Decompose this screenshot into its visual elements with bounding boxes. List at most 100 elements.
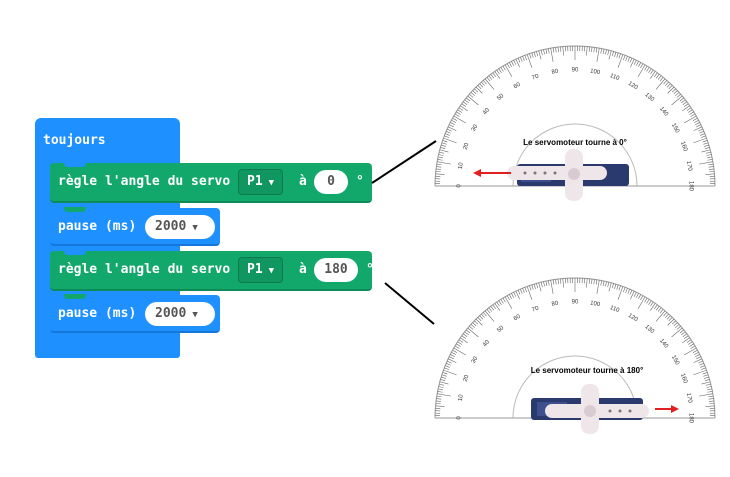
protractor-tick <box>693 126 703 131</box>
pin-dropdown[interactable]: P1▼ <box>238 257 284 283</box>
protractor-tick <box>700 135 706 138</box>
protractor-tick <box>629 289 633 295</box>
pause-dropdown[interactable]: 2000▼ <box>145 215 215 239</box>
protractor-label: 50 <box>496 325 505 334</box>
servo-angle-block-1[interactable]: règle l'angle du servo P1▼ à 0 ° <box>50 162 372 203</box>
protractor-tick <box>531 52 534 58</box>
protractor-tick <box>453 115 467 124</box>
protractor-tick <box>538 50 542 60</box>
protractor-label: 140 <box>658 106 669 118</box>
protractor-tick <box>446 360 452 364</box>
protractor-tick <box>474 88 479 93</box>
protractor-tick <box>453 347 467 356</box>
protractor-tick <box>440 379 446 382</box>
protractor-tick <box>657 75 662 80</box>
protractor-tick <box>441 142 447 145</box>
protractor-tick <box>683 115 697 124</box>
protractor-tick <box>701 149 711 153</box>
protractor-tick <box>682 337 690 344</box>
protractor-label: 100 <box>590 301 602 309</box>
protractor-tick <box>538 282 542 292</box>
protractor-tick <box>550 280 554 294</box>
protractor-tick <box>436 166 442 168</box>
protractor-tick <box>490 306 494 311</box>
protractor-tick <box>700 133 705 136</box>
pause-block-2[interactable]: pause (ms) 2000▼ <box>50 294 220 333</box>
protractor-tick <box>437 393 451 397</box>
protractor-tick <box>536 283 539 289</box>
protractor-label: 20 <box>463 142 471 151</box>
protractor-tick <box>536 51 539 57</box>
protractor-tick <box>533 284 536 289</box>
protractor-tick <box>705 405 715 407</box>
angle-input[interactable]: 0 <box>314 170 348 194</box>
caret-down-icon: ▼ <box>268 178 275 188</box>
protractor-tick <box>498 300 502 305</box>
protractor-tick <box>439 381 449 385</box>
protractor-tick <box>469 93 474 98</box>
protractor-tick <box>706 154 712 156</box>
protractor-tick <box>665 313 669 318</box>
pause-block-1[interactable]: pause (ms) 2000▼ <box>50 207 220 246</box>
protractor-tick <box>504 64 513 78</box>
protractor-tick <box>515 58 520 68</box>
protractor-tick <box>690 345 696 349</box>
protractor-tick <box>688 109 693 113</box>
protractor-tick <box>441 376 446 379</box>
protractor-tick <box>671 327 683 338</box>
protractor-tick <box>522 288 525 293</box>
protractor-tick <box>593 47 595 53</box>
protractor-tick <box>708 400 714 402</box>
protractor-label: 90 <box>572 300 579 306</box>
protractor-tick <box>693 137 707 144</box>
protractor-tick <box>608 50 612 60</box>
protractor-tick <box>481 81 485 86</box>
protractor-tick <box>441 144 446 147</box>
pause-dropdown[interactable]: 2000▼ <box>145 302 215 326</box>
protractor-label: 30 <box>471 355 480 364</box>
protractor-tick <box>458 339 464 343</box>
protractor-tick <box>625 288 628 293</box>
servo-zero-image: 0102030405060708090100110120130140150160… <box>434 45 716 201</box>
protractor-tick <box>702 372 708 375</box>
protractor-tick <box>550 48 554 62</box>
degree-label: ° <box>356 174 364 189</box>
protractor-label: 90 <box>572 68 579 74</box>
protractor-tick <box>463 333 468 337</box>
protractor-tick <box>698 360 704 364</box>
protractor-tick <box>513 60 517 65</box>
protractor-label: 160 <box>679 373 688 385</box>
protractor-tick <box>600 48 603 54</box>
protractor-tick <box>440 147 446 150</box>
protractor-tick <box>627 289 630 294</box>
protractor-tick <box>656 74 660 79</box>
angle-input[interactable]: 180 <box>314 258 358 282</box>
protractor-tick <box>475 86 483 94</box>
protractor-label: 110 <box>609 73 621 82</box>
protractor-tick <box>638 62 641 67</box>
pin-dropdown[interactable]: P1▼ <box>238 169 284 195</box>
protractor-tick <box>708 163 714 166</box>
protractor-label: 10 <box>458 162 465 170</box>
protractor-tick <box>667 86 675 94</box>
protractor-tick <box>481 313 485 318</box>
protractor-tick <box>517 57 521 63</box>
protractor-tick <box>504 296 513 310</box>
protractor-tick <box>555 47 557 53</box>
protractor-tick <box>586 46 588 56</box>
protractor-tick <box>637 296 646 310</box>
protractor-tick <box>435 173 445 175</box>
protractor-tick <box>659 77 664 82</box>
protractor-tick <box>452 349 458 353</box>
protractor-tick <box>517 289 521 295</box>
protractor-tick <box>627 57 630 62</box>
protractor-tick <box>524 287 527 293</box>
protractor-tick <box>646 299 650 304</box>
protractor-tick <box>654 72 658 77</box>
protractor-tick <box>656 306 660 311</box>
protractor-tick <box>648 300 652 305</box>
servo-angle-block-2[interactable]: règle l'angle du servo P1▼ à 180 ° <box>50 250 374 291</box>
pause-label: pause (ms) <box>58 219 137 234</box>
protractor-tick <box>496 301 500 307</box>
protractor-tick <box>464 331 469 336</box>
